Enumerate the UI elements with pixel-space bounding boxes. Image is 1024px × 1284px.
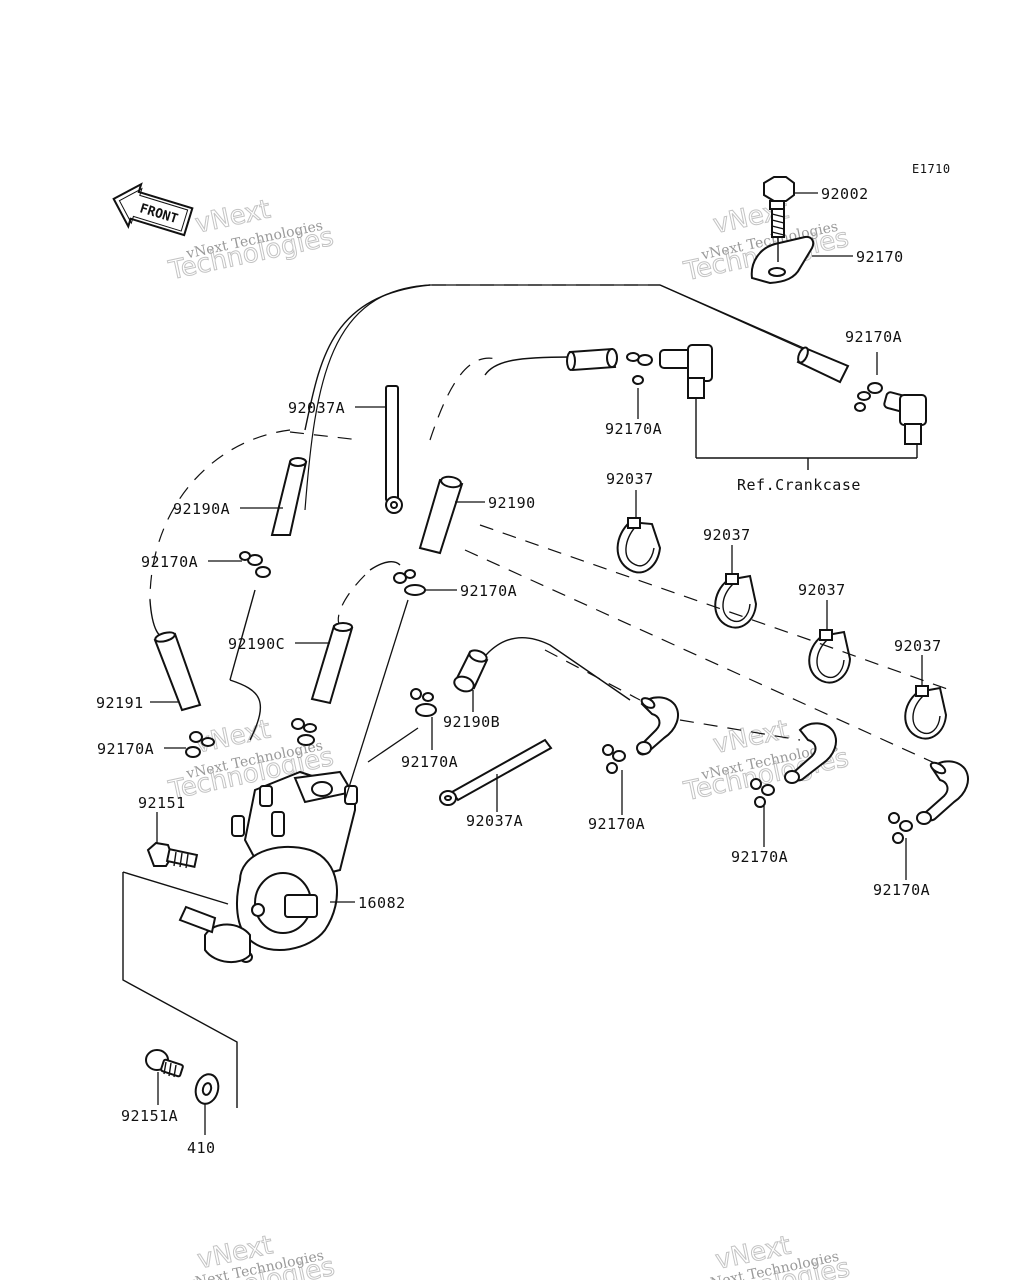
label-16082: 16082: [358, 894, 406, 912]
hose-routing-lines: [149, 284, 951, 771]
strap-92037-3: [808, 629, 852, 684]
elbow-fitting-top: [659, 344, 713, 458]
strap-92037-2: [714, 573, 758, 629]
hose-92190C: [310, 622, 354, 705]
strap-92037A-low: [439, 738, 553, 806]
hose-crankcase-right: [796, 346, 850, 384]
strap-92037-4: [904, 685, 948, 740]
clip-icon: [410, 688, 437, 717]
label-92170A-r2: 92170A: [873, 881, 930, 899]
label-92170A-top: 92170A: [605, 420, 662, 438]
clip-icon: [750, 778, 775, 808]
screw-92151A: [145, 1049, 184, 1078]
hose-bend-2: [784, 722, 837, 784]
clip-icon: [626, 352, 653, 385]
clip-icon: [602, 744, 626, 774]
clip-icon: [854, 382, 883, 412]
clip-icon: [393, 569, 426, 596]
strap-92037A-top: [385, 385, 403, 514]
label-92190B: 92190B: [443, 713, 500, 731]
clip-icon: [239, 551, 271, 578]
hose-92190: [418, 475, 464, 555]
label-92190C: 92190C: [228, 635, 285, 653]
label-92151A: 92151A: [121, 1107, 178, 1125]
bracket-92170: [750, 235, 815, 285]
label-92191: 92191: [96, 694, 144, 712]
hose-92190B: [453, 649, 489, 693]
hose-bend-3: [916, 760, 969, 825]
hose-92191: [153, 631, 202, 712]
watermark-bottom-left: vNext Technologies vNext Technologies: [166, 1230, 338, 1284]
label-92037-4: 92037: [894, 637, 942, 655]
hose-bend-1: [636, 696, 679, 756]
clip-icon: [888, 812, 913, 844]
label-92170A-low1: 92170A: [401, 753, 458, 771]
clip-icon: [291, 718, 317, 746]
watermark-bottom-right: vNext Technologies vNext Technologies: [681, 1230, 853, 1284]
clip-icon: [185, 731, 215, 758]
label-92170A-left: 92170A: [141, 553, 198, 571]
label-92190: 92190: [488, 494, 536, 512]
label-92170A-mid: 92170A: [460, 582, 517, 600]
elbow-fitting-right: [883, 391, 927, 458]
label-92037A-top: 92037A: [288, 399, 345, 417]
label-92170A-crank: 92170A: [845, 328, 902, 346]
ref-crankcase-bracket: [696, 457, 917, 470]
label-92037A-low: 92037A: [466, 812, 523, 830]
label-92002: 92002: [821, 185, 869, 203]
bolt-92002: [763, 176, 795, 238]
label-92170A-left2: 92170A: [97, 740, 154, 758]
label-92170A-low2: 92170A: [588, 815, 645, 833]
label-92151: 92151: [138, 794, 186, 812]
oil-pump-16082: [178, 770, 358, 963]
hose-top-short: [566, 347, 618, 372]
detail-bracket: [122, 871, 238, 1108]
front-arrow-icon: FRONT: [112, 182, 194, 237]
hose-92190A: [270, 457, 308, 536]
label-92037-3: 92037: [798, 581, 846, 599]
diagram-code: E1710: [912, 162, 951, 176]
washer-410: [194, 1073, 220, 1105]
label-92037-2: 92037: [703, 526, 751, 544]
label-92170: 92170: [856, 248, 904, 266]
label-92190A: 92190A: [173, 500, 230, 518]
bolt-92151: [146, 841, 199, 869]
label-410: 410: [187, 1139, 216, 1157]
label-92170A-r1: 92170A: [731, 848, 788, 866]
ref-crankcase-label: Ref.Crankcase: [737, 476, 861, 494]
label-92037-1: 92037: [606, 470, 654, 488]
strap-92037-1: [616, 517, 662, 574]
